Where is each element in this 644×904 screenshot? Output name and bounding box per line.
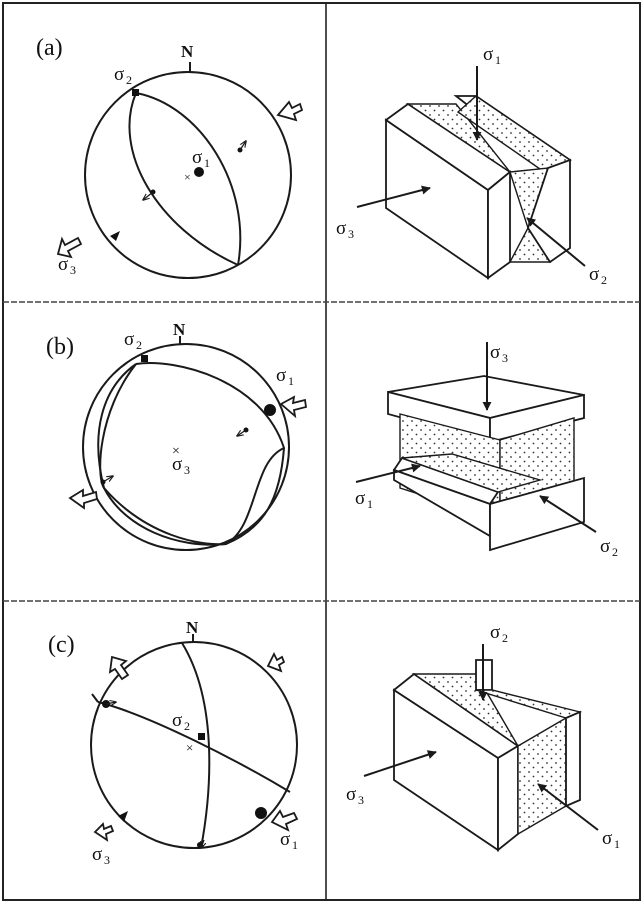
fault-block-c: σ 2 σ 3 σ 1: [346, 622, 620, 852]
sigma1-label-b: σ: [276, 365, 286, 386]
svg-text:2: 2: [136, 338, 142, 352]
sigma2-block-b: σ: [600, 536, 610, 557]
sigma3-label-c: σ: [92, 844, 102, 865]
svg-text:3: 3: [502, 351, 508, 365]
sigma1-label-c: σ: [280, 829, 290, 850]
svg-text:2: 2: [126, 73, 132, 87]
svg-text:1: 1: [292, 838, 298, 852]
panel-label-a: (a): [36, 35, 63, 61]
svg-text:×: ×: [186, 740, 193, 755]
sigma2-block-a: σ: [589, 264, 599, 285]
sigma2-block-c: σ: [490, 622, 500, 643]
stereonet-b: N σ 2 σ 1 × σ 3: [68, 320, 308, 551]
svg-text:3: 3: [358, 793, 364, 807]
panel-label-c: (c): [48, 632, 75, 658]
sigma2-label-b: σ: [124, 329, 134, 350]
north-label-a: N: [181, 42, 194, 61]
svg-text:1: 1: [614, 837, 620, 851]
svg-text:1: 1: [495, 53, 501, 67]
fault-block-a: σ 1 σ 3 σ 2: [336, 44, 607, 287]
svg-text:2: 2: [601, 273, 607, 287]
svg-text:2: 2: [612, 545, 618, 559]
fault-block-b: σ 3 σ 1 σ 2: [355, 342, 618, 559]
svg-text:1: 1: [367, 497, 373, 511]
panel-b: (b) N σ 2 σ 1 × σ 3: [46, 320, 618, 559]
sigma2-label-a: σ: [114, 64, 124, 85]
sigma3-block-a: σ: [336, 218, 346, 239]
svg-text:×: ×: [172, 444, 180, 459]
svg-text:2: 2: [502, 631, 508, 645]
sigma3-label-a: σ: [58, 254, 68, 275]
sigma2-label-c: σ: [172, 710, 182, 731]
svg-text:1: 1: [204, 156, 210, 170]
svg-text:1: 1: [288, 374, 294, 388]
sigma1-block-a: σ: [483, 44, 493, 65]
sigma3-block-c: σ: [346, 784, 356, 805]
sigma1-block-c: σ: [602, 828, 612, 849]
panel-label-b: (b): [46, 334, 74, 360]
sigma3-label-b: σ: [172, 454, 182, 475]
panel-a: (a) N σ 2 × σ 1 σ: [36, 35, 607, 287]
north-label-c: N: [186, 618, 199, 637]
svg-text:2: 2: [184, 719, 190, 733]
sigma1-block-b: σ: [355, 488, 365, 509]
sigma3-block-b: σ: [490, 342, 500, 363]
svg-text:3: 3: [184, 463, 190, 477]
north-label-b: N: [173, 320, 186, 339]
svg-text:3: 3: [104, 853, 110, 867]
svg-text:×: ×: [184, 170, 191, 184]
panel-c: (c) N × σ 2 σ 1 σ 3: [48, 618, 620, 867]
svg-text:3: 3: [70, 263, 76, 277]
svg-text:3: 3: [348, 227, 354, 241]
sigma1-label-a: σ: [192, 147, 202, 168]
stereonet-c: N × σ 2 σ 1 σ 3: [90, 618, 299, 867]
stereonet-a: N σ 2 × σ 1 σ 3: [56, 42, 304, 279]
